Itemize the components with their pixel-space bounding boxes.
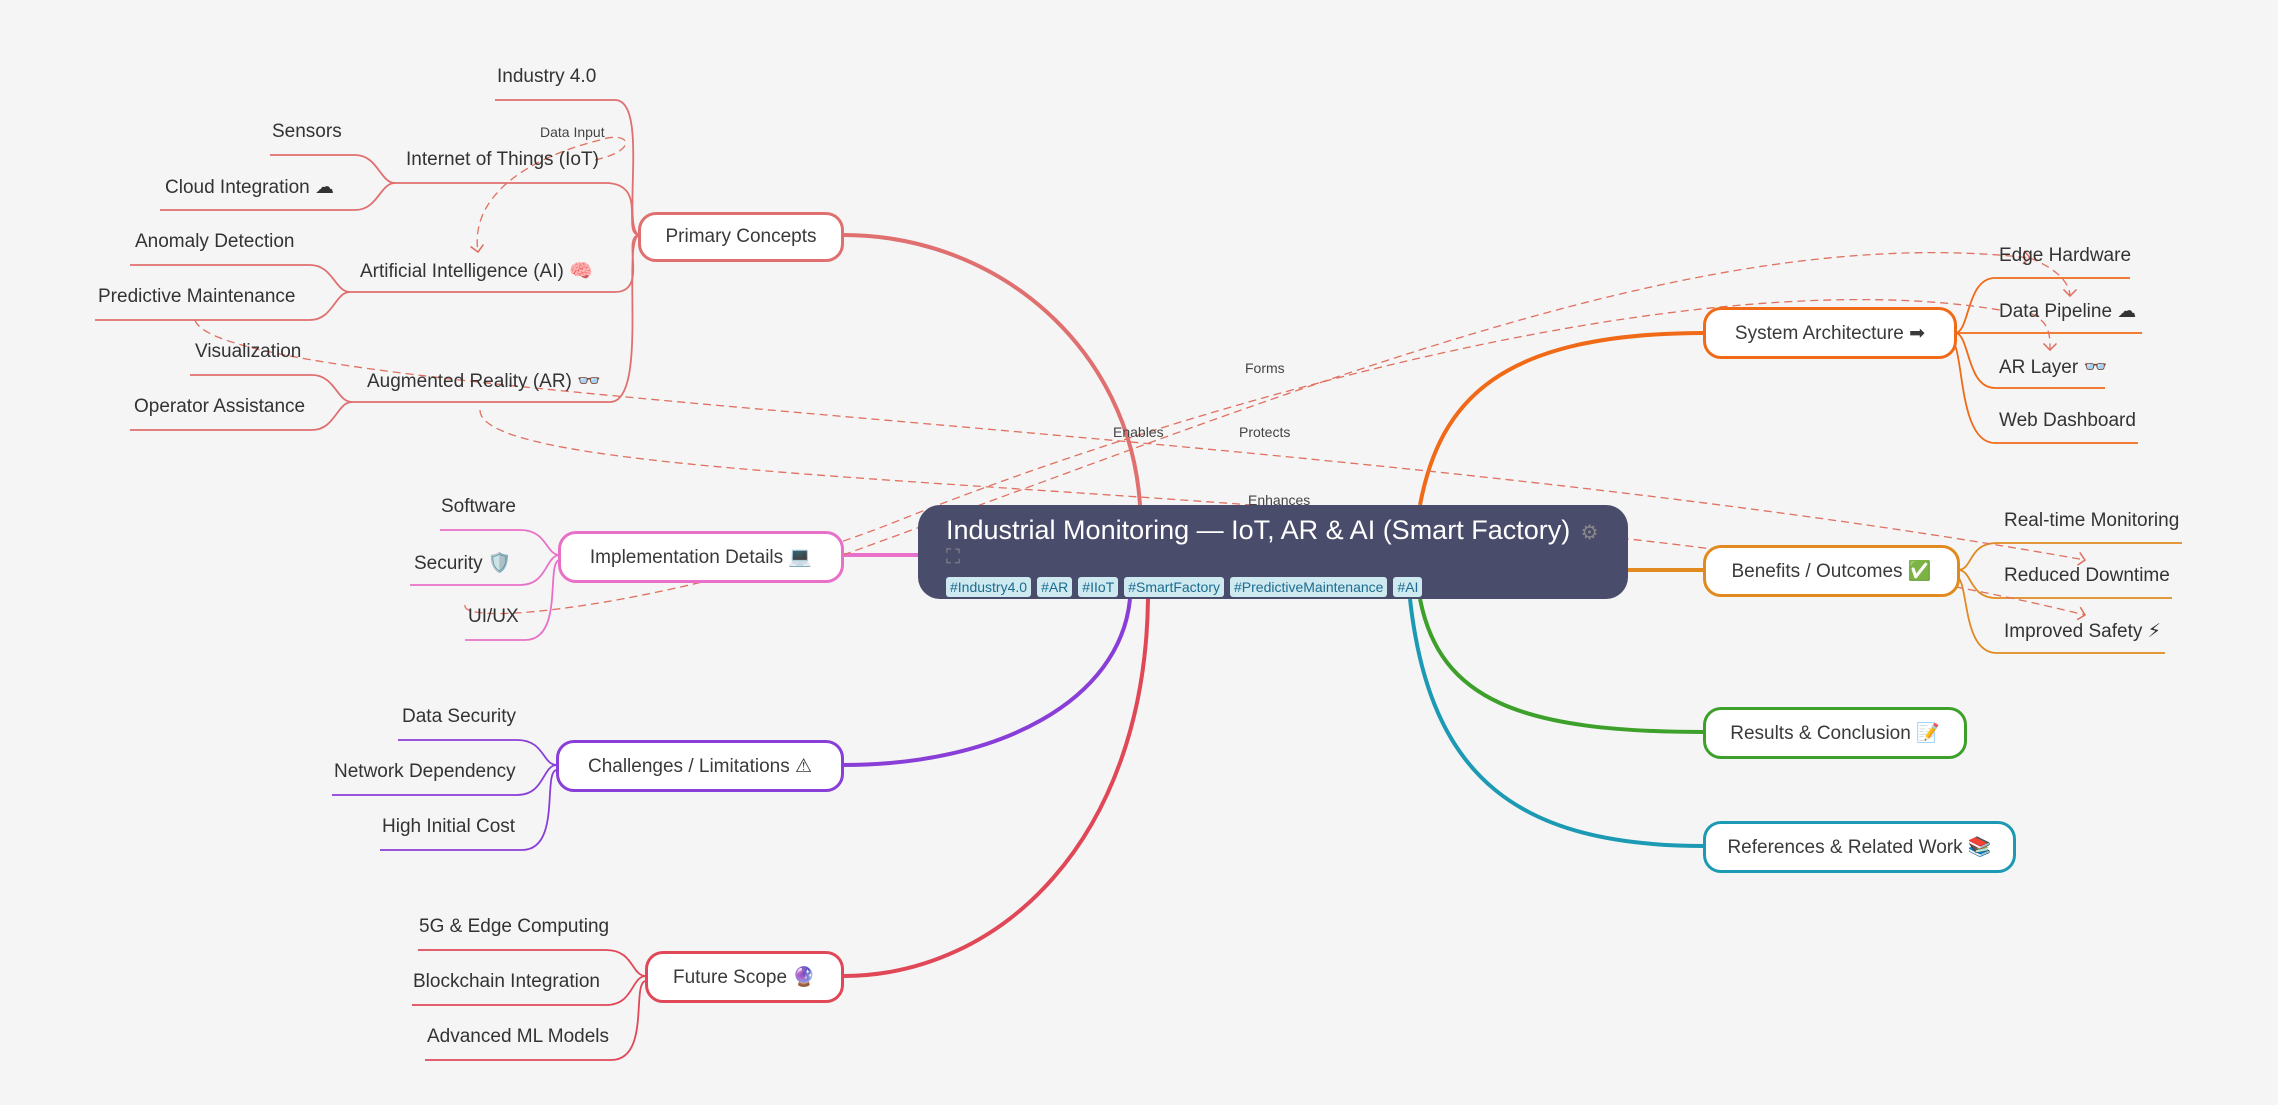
branch-challenges[interactable]: Challenges / Limitations ⚠ [556,740,844,792]
leaf-iot[interactable]: Internet of Things (IoT) [406,149,599,170]
leaf-security[interactable]: Security 🛡️ [414,553,512,574]
gear-icon[interactable]: ⚙ ⛶ [946,522,1599,568]
branch-future-scope[interactable]: Future Scope 🔮 [645,951,844,1003]
branch-primary-concepts[interactable]: Primary Concepts [638,212,844,262]
root-topic[interactable]: Industrial Monitoring — IoT, AR & AI (Sm… [918,505,1628,599]
relation-label-protects[interactable]: Protects [1239,424,1291,440]
leaf-software[interactable]: Software [441,496,516,517]
leaf-operator-assistance[interactable]: Operator Assistance [134,396,306,417]
leaf-improved-safety[interactable]: Improved Safety ⚡ [2004,621,2161,642]
leaf-network-dependency[interactable]: Network Dependency [334,761,516,782]
tag-list: #Industry4.0 #AR #IIoT #SmartFactory #Pr… [946,577,1600,597]
leaf-web-dashboard[interactable]: Web Dashboard [1999,410,2136,431]
tag[interactable]: #SmartFactory [1124,577,1225,597]
link-references [1408,598,1706,848]
leaf-realtime-monitoring[interactable]: Real-time Monitoring [2004,510,2180,531]
tag[interactable]: #Industry4.0 [946,577,1032,597]
leaf-blockchain[interactable]: Blockchain Integration [413,971,600,992]
link-primary [842,233,1142,506]
leaf-data-pipeline[interactable]: Data Pipeline ☁ [1999,301,2137,322]
branch-system-architecture[interactable]: System Architecture ➡ [1703,307,1957,359]
leaf-5g-edge[interactable]: 5G & Edge Computing [419,916,610,937]
relation-label-enhances[interactable]: Enhances [1248,492,1311,508]
branch-benefits[interactable]: Benefits / Outcomes ✅ [1703,545,1960,597]
leaf-ar[interactable]: Augmented Reality (AR) 👓 [367,371,601,392]
leaf-cloud-integration[interactable]: Cloud Integration ☁ [165,177,334,198]
link-challenges [842,598,1132,767]
leaf-high-initial-cost[interactable]: High Initial Cost [382,816,516,837]
tag[interactable]: #AR [1037,577,1073,597]
branch-references[interactable]: References & Related Work 📚 [1703,821,2016,873]
relation-label-forms[interactable]: Forms [1245,360,1285,376]
branch-results[interactable]: Results & Conclusion 📝 [1703,707,1967,759]
leaf-ai[interactable]: Artificial Intelligence (AI) 🧠 [360,261,593,282]
link-future [842,598,1150,978]
relation-label-enables[interactable]: Enables [1113,424,1164,440]
leaf-industry-40[interactable]: Industry 4.0 [497,66,597,87]
relation-label-data-input[interactable]: Data Input [540,124,605,140]
leaf-advanced-ml[interactable]: Advanced ML Models [427,1026,610,1047]
leaf-visualization[interactable]: Visualization [195,341,302,362]
leaf-edge-hardware[interactable]: Edge Hardware [1999,245,2132,266]
tag[interactable]: #IIoT [1078,577,1119,597]
leaf-data-security[interactable]: Data Security [402,706,517,727]
leaf-reduced-downtime[interactable]: Reduced Downtime [2004,565,2170,586]
leaf-uiux[interactable]: UI/UX [468,606,519,627]
link-results [1418,598,1706,734]
tag[interactable]: #PredictiveMaintenance [1230,577,1388,597]
leaf-predictive-maintenance[interactable]: Predictive Maintenance [98,286,296,307]
link-architecture [1418,331,1706,506]
leaf-anomaly-detection[interactable]: Anomaly Detection [135,231,295,252]
tag[interactable]: #AI [1393,577,1423,597]
branch-implementation-details[interactable]: Implementation Details 💻 [558,531,844,583]
root-title: Industrial Monitoring — IoT, AR & AI (Sm… [946,515,1571,545]
leaf-sensors[interactable]: Sensors [272,121,342,142]
leaf-ar-layer[interactable]: AR Layer 👓 [1999,357,2108,378]
